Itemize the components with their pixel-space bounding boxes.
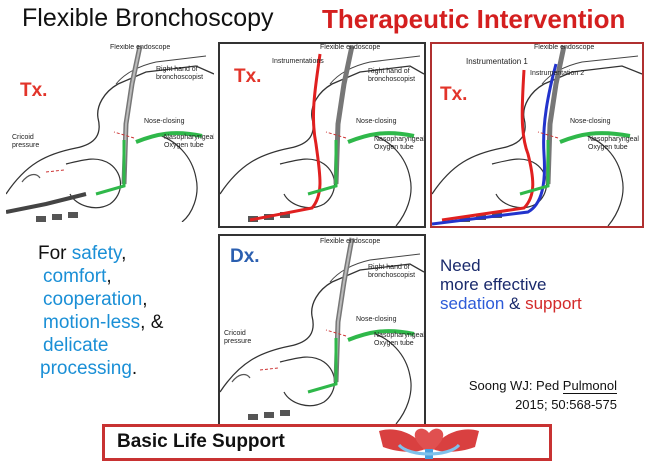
label-nasopharyngeal-tube: Nasopharyngeal Oxygen tube [374, 332, 425, 347]
citation-journal: Pulmonol [562, 378, 617, 394]
goals-list: For safety, comfort, cooperation, motion… [38, 242, 163, 380]
airway-illustration [432, 45, 642, 226]
diagram-panel-tx-instrument: Tx. Instrumentations Flexible endoscope … [218, 42, 426, 228]
need-more-effective: more effective [440, 275, 547, 294]
basic-life-support-banner: Basic Life Support [102, 424, 552, 461]
slide-title-highlight: Therapeutic Intervention [322, 4, 626, 34]
diagnosis-tag: Dx. [230, 246, 260, 267]
label-right-hand: Right hand of bronchoscopist [156, 66, 204, 81]
label-flexible-endoscope: Flexible endoscope [110, 44, 171, 51]
heart-lungs-icon [379, 428, 479, 459]
label-nose-closing: Nose-closing [144, 118, 185, 125]
label-cricoid-pressure: Cricoid pressure [224, 330, 252, 345]
therapy-tag: Tx. [234, 66, 262, 87]
period: . [131, 358, 138, 379]
label-flexible-endoscope: Flexible endoscope [320, 44, 381, 51]
diagram-panel-tx-dual-instrument: Tx. Instrumentation 1 Instrumentation 2 … [430, 42, 644, 228]
need-label: Need [440, 256, 481, 275]
need-sedation: sedation [440, 294, 505, 313]
therapy-tag: Tx. [20, 80, 48, 101]
goal-processing: processing [40, 358, 132, 379]
label-nasopharyngeal-tube: Nasopharyngeal Oxygen tube [374, 136, 425, 151]
label-nasopharyngeal-tube: Nasopharyngeal Oxygen tube [588, 136, 639, 151]
comma: , [106, 266, 112, 287]
airway-illustration [220, 237, 424, 424]
need-support: support [525, 294, 582, 313]
label-cricoid-pressure: Cricoid pressure [12, 134, 40, 149]
goal-comfort: comfort [43, 266, 107, 287]
goal-safety: safety [71, 243, 122, 264]
citation: Soong WJ: Ped Pulmonol 2015; 50:568-575 [469, 376, 617, 414]
label-instrumentations: Instrumentations [272, 58, 324, 65]
diagram-panel-tx-single: Tx. Flexible endoscope Right hand of bro… [6, 44, 214, 222]
comma-and: , & [140, 312, 164, 333]
goal-delicate: delicate [43, 335, 109, 356]
label-instrumentation-2: Instrumentation 2 [530, 70, 585, 77]
goal-prefix: For [38, 243, 72, 264]
airway-illustration [220, 45, 424, 226]
goal-cooperation: cooperation [43, 289, 143, 310]
label-nose-closing: Nose-closing [356, 118, 397, 125]
label-nasopharyngeal-tube: Nasopharyngeal Oxygen tube [164, 134, 214, 149]
need-statement: Need more effective sedation & support [440, 256, 582, 313]
label-nose-closing: Nose-closing [356, 316, 397, 323]
slide-title: Flexible Bronchoscopy [22, 4, 274, 32]
label-instrumentation-1: Instrumentation 1 [466, 57, 528, 66]
airway-illustration [6, 45, 214, 222]
diagram-panel-dx: Dx. Flexible endoscope Right hand of bro… [218, 234, 426, 426]
label-flexible-endoscope: Flexible endoscope [320, 238, 381, 245]
citation-reference: 2015; 50:568-575 [515, 397, 617, 412]
basic-life-support-label: Basic Life Support [117, 431, 285, 452]
therapy-tag: Tx. [440, 84, 468, 105]
ampersand: & [504, 294, 526, 313]
comma: , [121, 243, 127, 264]
label-right-hand: Right hand of bronchoscopist [368, 264, 416, 279]
label-right-hand: Right hand of bronchoscopist [368, 68, 416, 83]
comma: , [142, 289, 148, 310]
label-nose-closing: Nose-closing [570, 118, 611, 125]
citation-author: Soong WJ: Ped [468, 378, 563, 393]
label-flexible-endoscope: Flexible endoscope [534, 44, 595, 51]
goal-motionless: motion-less [43, 312, 141, 333]
